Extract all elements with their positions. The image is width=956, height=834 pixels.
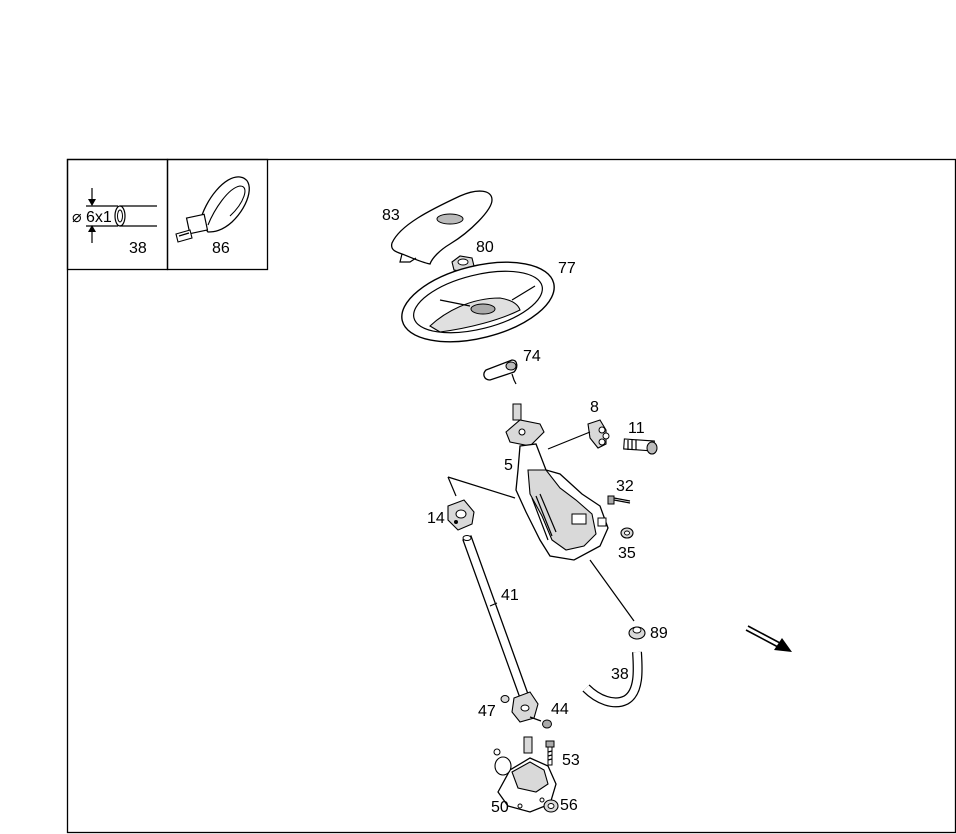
cable-tie-icon — [175, 176, 250, 243]
bolt-44-part[interactable] — [529, 716, 552, 729]
intermediate-shaft-part[interactable] — [462, 535, 529, 699]
forward-arrow-icon — [745, 625, 792, 652]
ignition-lock-part[interactable] — [623, 438, 658, 455]
callout-35: 35 — [618, 545, 636, 562]
tie-part-number: 86 — [212, 240, 230, 257]
nut-35-part[interactable] — [620, 527, 634, 539]
callout-56: 56 — [560, 797, 578, 814]
steering-wheel-part[interactable] — [394, 248, 563, 356]
hose-spec-icon — [86, 188, 157, 243]
callout-89: 89 — [650, 625, 668, 642]
callout-74: 74 — [523, 348, 541, 365]
universal-joint-part[interactable] — [447, 499, 475, 531]
callout-53: 53 — [562, 752, 580, 769]
callout-47: 47 — [478, 703, 496, 720]
callout-11: 11 — [628, 420, 645, 437]
hose-spec-diam-symbol: ⌀ — [72, 209, 82, 226]
callout-41: 41 — [501, 587, 519, 604]
bolt-53-part[interactable] — [545, 740, 555, 766]
airbag-cover-part[interactable] — [390, 190, 493, 265]
bolt-32-part[interactable] — [607, 495, 631, 505]
callout-8: 8 — [590, 399, 599, 416]
steering-gear-part[interactable] — [493, 736, 557, 813]
washer-47-part[interactable] — [500, 695, 510, 703]
callout-14: 14 — [427, 510, 445, 527]
callout-5: 5 — [504, 457, 513, 474]
steering-column-part[interactable] — [505, 403, 609, 561]
diagram-frame — [66, 158, 956, 834]
clock-spring-part[interactable] — [483, 359, 518, 385]
callout-83: 83 — [382, 207, 400, 224]
hose-part-number: 38 — [129, 240, 147, 257]
lower-joint-part[interactable] — [511, 691, 539, 723]
callout-77: 77 — [558, 260, 576, 277]
hose-38-part[interactable] — [582, 651, 643, 708]
callout-38: 38 — [611, 666, 629, 683]
legend-box: ⌀ 6x1 38 86 — [66, 158, 269, 271]
nut-56-part[interactable] — [543, 799, 559, 813]
callout-32: 32 — [616, 478, 634, 495]
combination-switch-part[interactable] — [587, 419, 610, 449]
grommet-89-part[interactable] — [628, 626, 646, 640]
callout-44: 44 — [551, 701, 569, 718]
callout-80: 80 — [476, 239, 494, 256]
callout-50: 50 — [491, 799, 509, 816]
hose-spec-dimension: 6x1 — [86, 209, 112, 226]
